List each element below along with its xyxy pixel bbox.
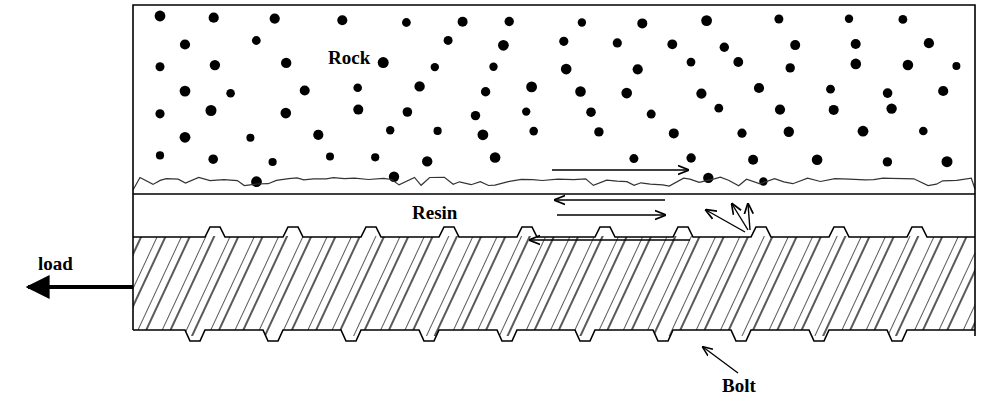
load-arrow [28, 285, 133, 289]
bolt-hatching [133, 236, 975, 336]
resin-label: Resin [410, 203, 459, 224]
rock-label: Rock [326, 48, 372, 69]
rock-surface [133, 177, 975, 190]
frame [133, 5, 975, 336]
bolt-leader [703, 347, 738, 373]
bolt-label: Bolt [720, 376, 758, 397]
rock-particles [155, 11, 961, 188]
shear-arrows [530, 170, 750, 240]
load-label: load [36, 254, 75, 275]
resin-top [133, 193, 975, 195]
bolt-end [132, 236, 134, 330]
bolt-outline [133, 227, 975, 341]
